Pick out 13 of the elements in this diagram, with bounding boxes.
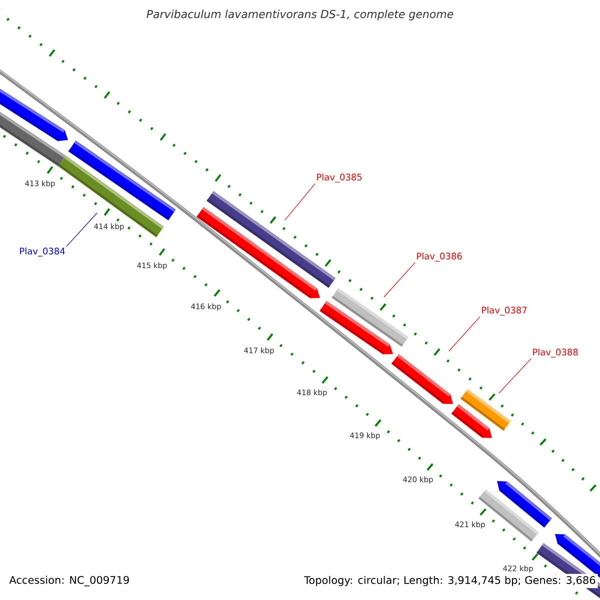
gene-label: Plav_0387 — [482, 306, 527, 316]
gene-label: Plav_0384 — [20, 248, 65, 256]
accession-text: Accession: NC_009719 — [9, 576, 129, 586]
gene-label: Plav_0385 — [317, 174, 362, 182]
title: Parvibaculum lavamentivorans DS-1, complete genome — [146, 10, 454, 20]
leader-line — [284, 183, 316, 220]
leader-line — [66, 212, 98, 247]
genome-summary-text: Topology: circular; Length: 3,914,745 bp; Genes: 3,686 — [302, 574, 598, 588]
gene-label: Plav_0386 — [417, 252, 462, 262]
leader-line — [498, 358, 532, 394]
gene-label: Plav_0388 — [533, 348, 578, 358]
leader-line — [448, 316, 480, 352]
leader-line — [384, 262, 416, 298]
